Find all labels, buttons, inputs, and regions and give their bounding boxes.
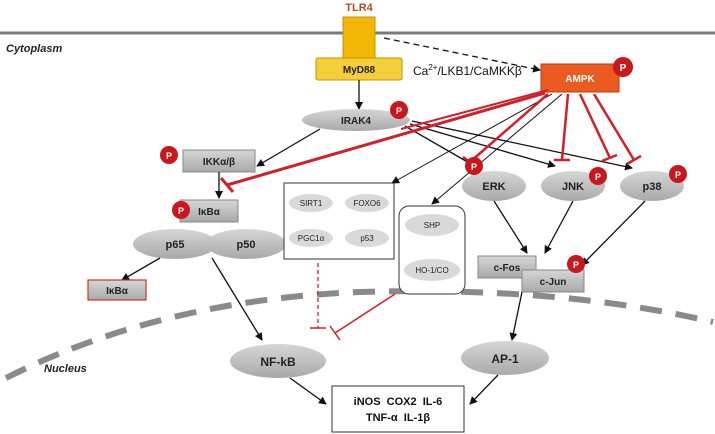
cytoplasm-label: Cytoplasm bbox=[6, 43, 62, 55]
nfkb-label: NF-kB bbox=[260, 355, 296, 369]
ampk-inhibits-erk bbox=[469, 93, 549, 163]
shp-group-inhibits-nfkb-bar bbox=[329, 325, 341, 341]
cjun-box bbox=[521, 269, 585, 293]
ampk-inhibits-p38-second-bar bbox=[626, 154, 642, 166]
jnk-label: JNK bbox=[562, 181, 584, 193]
gene-targets-line2: TNF-α IL-1β bbox=[366, 412, 430, 424]
complex-to-free-ikba-arrow bbox=[121, 257, 161, 281]
ampk-inhibits-p38-bar bbox=[601, 153, 618, 163]
p38-node bbox=[620, 171, 684, 201]
phospho-marker-ampk: P bbox=[613, 57, 633, 77]
free-ikba-box bbox=[87, 279, 147, 301]
ampk-to-shp-arrow bbox=[431, 93, 563, 205]
ampk-inhibits-p38-second bbox=[592, 93, 636, 161]
nfkb-to-genes-arrow bbox=[289, 377, 327, 405]
phospho-marker-ikk: P bbox=[160, 146, 178, 164]
phospho-marker-cjun: P bbox=[567, 255, 585, 273]
ampk-to-irak4-red-line bbox=[400, 89, 549, 130]
p65-label: p65 bbox=[166, 239, 185, 251]
sirt1-label: SIRT1 bbox=[300, 199, 323, 208]
svg-text:P: P bbox=[396, 106, 402, 116]
gene-targets-box bbox=[331, 385, 465, 433]
jnk-node bbox=[541, 171, 605, 201]
irak4-to-jnk-arrow bbox=[409, 123, 556, 168]
irak4-label: IRAK4 bbox=[341, 116, 371, 127]
tlr4-to-ampk-dashed-arrow bbox=[383, 37, 541, 73]
irak4-node bbox=[302, 109, 410, 131]
complex-to-nfkb-arrow bbox=[211, 257, 263, 341]
ikba-label: IκBα bbox=[198, 207, 221, 218]
ap1-node bbox=[461, 341, 549, 375]
gene-targets-line1: iNOS COX2 IL-6 bbox=[354, 396, 443, 408]
erk-node bbox=[462, 171, 526, 201]
phospho-marker-p38: P bbox=[669, 165, 687, 183]
myd88-label: MyD88 bbox=[343, 65, 376, 76]
tlr4-label: TLR4 bbox=[345, 2, 373, 14]
irak4-to-erk-arrow bbox=[404, 125, 479, 169]
svg-text:P: P bbox=[471, 162, 477, 172]
phospho-marker-jnk: P bbox=[589, 167, 607, 185]
ho1-node bbox=[404, 259, 460, 281]
svg-text:P: P bbox=[573, 260, 579, 270]
shp-label: SHP bbox=[424, 221, 440, 230]
ampk-to-sirt1-arrow bbox=[391, 93, 553, 184]
ampk-inhibits-jnk bbox=[560, 93, 570, 161]
erk-to-cfos-arrow bbox=[493, 200, 528, 254]
svg-text:P: P bbox=[620, 63, 627, 74]
svg-text:P: P bbox=[675, 170, 681, 180]
pgc1a-label: PGC1α bbox=[298, 234, 325, 243]
ho1-label: HO-1/CO bbox=[415, 266, 448, 275]
svg-text:P: P bbox=[166, 151, 172, 161]
p50-label: p50 bbox=[237, 239, 256, 251]
cjun-label: c-Jun bbox=[540, 277, 567, 288]
p65-node bbox=[133, 229, 217, 259]
svg-text:P: P bbox=[595, 172, 601, 182]
phospho-marker-irak4: P bbox=[390, 101, 408, 119]
tlr4-receptor bbox=[342, 16, 376, 60]
ap1-to-genes-arrow bbox=[469, 374, 499, 405]
nucleus-label: Nucleus bbox=[44, 363, 87, 375]
shp-group-inhibits-nfkb bbox=[334, 293, 396, 334]
p38-to-cjun-arrow bbox=[581, 200, 646, 266]
shp-node bbox=[405, 214, 459, 236]
ampk-inhibits-ikba bbox=[226, 91, 546, 187]
ikk-label: IKKα/β bbox=[203, 157, 235, 168]
phospho-marker-ikba: P bbox=[172, 201, 190, 219]
jnk-to-cjun-arrow bbox=[544, 200, 574, 254]
ampk-label: AMPK bbox=[565, 74, 595, 85]
irak4-to-p38-arrow bbox=[411, 120, 633, 171]
nfkb-node bbox=[230, 344, 326, 378]
sirt1-node bbox=[289, 194, 333, 212]
ampk-inhibits-ikba-bar bbox=[219, 177, 235, 193]
svg-text:P: P bbox=[178, 206, 184, 216]
irak4-to-ikk-arrow bbox=[256, 128, 321, 167]
p53-node bbox=[345, 229, 389, 247]
sirt1-group-box bbox=[283, 182, 395, 260]
foxo6-label: FOXO6 bbox=[353, 199, 381, 208]
foxo6-node bbox=[345, 194, 389, 212]
pgc1a-node bbox=[289, 229, 333, 247]
p53-label: p53 bbox=[360, 234, 374, 243]
cfos-cjun-to-ap1-arrow bbox=[509, 291, 523, 341]
p50-node bbox=[206, 229, 286, 259]
nuclear-envelope bbox=[4, 288, 714, 381]
erk-label: ERK bbox=[482, 181, 505, 193]
ap1-label: AP-1 bbox=[491, 352, 519, 366]
p38-label: p38 bbox=[643, 181, 662, 193]
cfos-label: c-Fos bbox=[494, 263, 521, 274]
upstream-kinases-label: Ca2+/LKB1/CaMKKβ bbox=[413, 63, 522, 78]
phospho-marker-erk: P bbox=[465, 157, 483, 175]
free-ikba-label: IκBα bbox=[106, 286, 129, 297]
ampk-box bbox=[540, 63, 620, 93]
ampk-inhibits-p38 bbox=[578, 93, 612, 159]
